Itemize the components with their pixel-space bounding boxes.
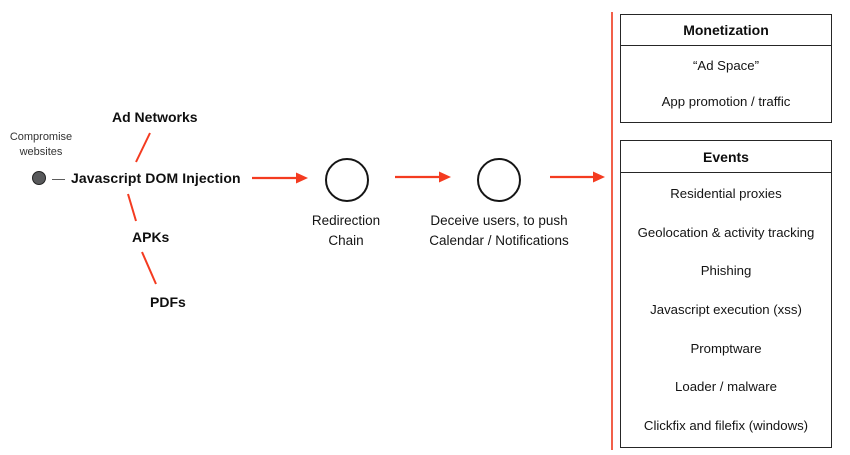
branch-label-apks: APKs bbox=[132, 229, 170, 245]
events-item: Loader / malware bbox=[675, 379, 777, 395]
branch-line-apks bbox=[127, 193, 137, 222]
events-item: Promptware bbox=[690, 340, 762, 356]
arrow-3 bbox=[550, 171, 605, 183]
monetization-item: “Ad Space” bbox=[693, 58, 759, 73]
compromise-websites-label: Compromise websites bbox=[9, 131, 73, 158]
stage-circle-redirection bbox=[325, 158, 369, 202]
events-item: Phishing bbox=[700, 263, 752, 279]
arrow-2 bbox=[395, 171, 451, 183]
source-node-dash: — bbox=[52, 170, 65, 186]
events-item: Geolocation & activity tracking bbox=[637, 224, 815, 240]
monetization-panel-body: “Ad Space” App promotion / traffic bbox=[621, 46, 831, 122]
branch-label-pdfs: PDFs bbox=[150, 294, 186, 310]
source-node-label: Javascript DOM Injection bbox=[71, 170, 241, 186]
stage-circle-deceive bbox=[477, 158, 521, 202]
events-panel-body: Residential proxies Geolocation & activi… bbox=[621, 173, 831, 447]
branch-label-ad-networks: Ad Networks bbox=[112, 109, 198, 125]
branch-line-ad-networks bbox=[135, 132, 151, 163]
monetization-panel-title: Monetization bbox=[621, 15, 831, 46]
monetization-item: App promotion / traffic bbox=[661, 94, 791, 109]
red-vertical-divider bbox=[611, 12, 613, 450]
stage-caption-deceive: Deceive users, to push Calendar / Notifi… bbox=[429, 213, 569, 248]
branch-line-pdfs bbox=[141, 251, 157, 285]
stage-caption-redirection: Redirection Chain bbox=[311, 213, 381, 248]
events-panel-title: Events bbox=[621, 141, 831, 173]
source-node-dot bbox=[32, 171, 46, 185]
events-item: Residential proxies bbox=[670, 186, 782, 202]
events-item: Clickfix and filefix (windows) bbox=[643, 417, 809, 433]
source-node: — Javascript DOM Injection bbox=[32, 170, 241, 186]
arrow-1 bbox=[252, 172, 308, 184]
monetization-panel: Monetization “Ad Space” App promotion / … bbox=[620, 14, 832, 123]
events-panel: Events Residential proxies Geolocation &… bbox=[620, 140, 832, 448]
events-item: Javascript execution (xss) bbox=[650, 301, 802, 317]
